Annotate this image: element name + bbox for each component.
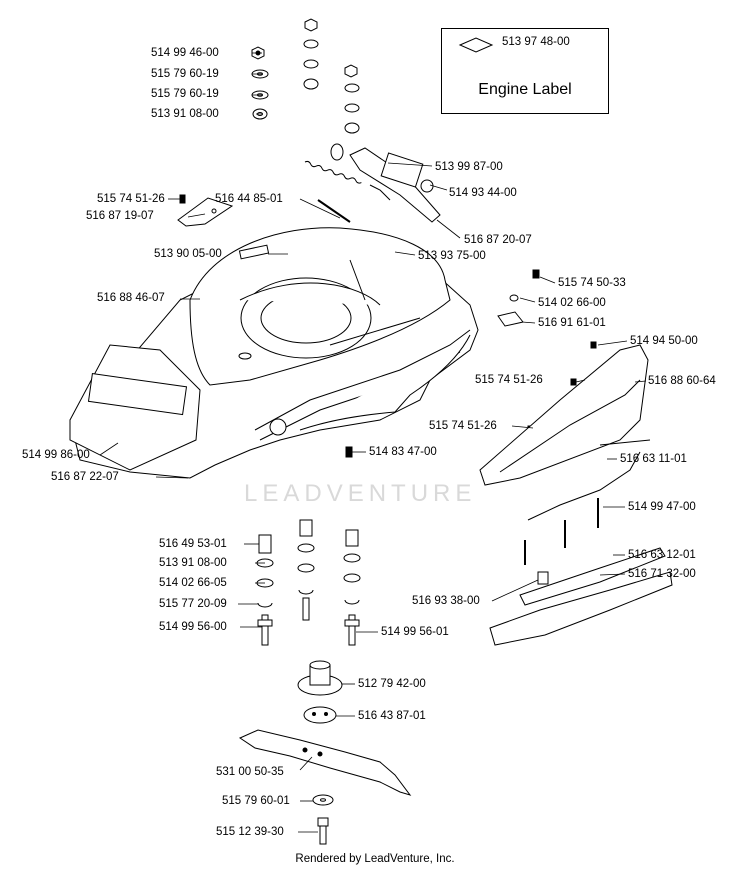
part-label: 515 74 51-26 (429, 420, 497, 432)
blade-adapter (297, 660, 343, 724)
part-label: 516 87 20-07 (464, 234, 532, 246)
part-label: 512 79 42-00 (358, 678, 426, 690)
blade-bolt (317, 817, 329, 845)
part-label: 513 91 08-00 (159, 557, 227, 569)
part-label: 516 88 60-64 (648, 375, 716, 387)
part-label: 515 74 50-33 (558, 277, 626, 289)
lever-part (177, 194, 234, 227)
part-label: 516 63 11-01 (620, 453, 687, 465)
part-label: 513 93 75-00 (418, 250, 486, 262)
part-label: 513 99 87-00 (435, 161, 503, 173)
part-label: 516 93 38-00 (412, 595, 480, 607)
part-label: 516 71 32-00 (628, 568, 696, 580)
part-label: 516 91 61-01 (538, 317, 606, 329)
part-label: 516 43 87-01 (358, 710, 426, 722)
part-label: 514 99 56-01 (381, 626, 449, 638)
bracket-part (527, 451, 641, 521)
spring-part (304, 160, 362, 184)
throttle-bracket (330, 143, 441, 223)
part-label: 514 93 44-00 (449, 187, 517, 199)
legend-code: 513 97 48-00 (502, 36, 570, 48)
part-label: 516 87 22-07 (51, 471, 119, 483)
part-label: 516 88 46-07 (97, 292, 165, 304)
part-label: 516 87 19-07 (86, 210, 154, 222)
mower-blade (238, 729, 412, 796)
part-label: 514 02 66-00 (538, 297, 606, 309)
legend-title: Engine Label (478, 81, 572, 98)
part-label: 516 44 85-01 (215, 193, 283, 205)
part-label: 513 91 08-00 (151, 108, 219, 120)
part-label: 515 74 51-26 (475, 374, 543, 386)
pin-part (524, 498, 599, 565)
part-label: 514 83 47-00 (369, 446, 437, 458)
part-label: 514 99 56-00 (159, 621, 227, 633)
part-label: 514 02 66-05 (159, 577, 227, 589)
skid-plate (489, 547, 673, 646)
footer-credit: Rendered by LeadVenture, Inc. (295, 853, 455, 865)
part-label: 515 79 60-19 (151, 88, 219, 100)
part-label: 531 00 50-35 (216, 766, 284, 778)
part-label: 515 74 51-26 (97, 193, 165, 205)
label-swatch-icon (458, 37, 494, 53)
part-label: 513 90 05-00 (154, 248, 222, 260)
blade-washer (312, 794, 334, 806)
part-label: 514 94 50-00 (630, 335, 698, 347)
mower-deck (69, 227, 479, 479)
part-label: 515 77 20-09 (159, 598, 227, 610)
fastener-stack (303, 18, 360, 134)
watermark-text: LEADVENTURE (244, 480, 477, 507)
part-label: 516 49 53-01 (159, 538, 227, 550)
part-label: 515 12 39-30 (216, 826, 284, 838)
fastener-stack-lower (256, 519, 361, 646)
part-label: 516 63 12-01 (628, 549, 696, 561)
part-label: 515 79 60-19 (151, 68, 219, 80)
part-label: 515 79 60-01 (222, 795, 290, 807)
part-label: 514 99 86-00 (22, 449, 90, 461)
engine-label-legend: 513 97 48-00 Engine Label (441, 28, 609, 114)
part-label: 514 99 46-00 (151, 47, 219, 59)
discharge-cover (479, 344, 651, 486)
part-label: 514 99 47-00 (628, 501, 696, 513)
